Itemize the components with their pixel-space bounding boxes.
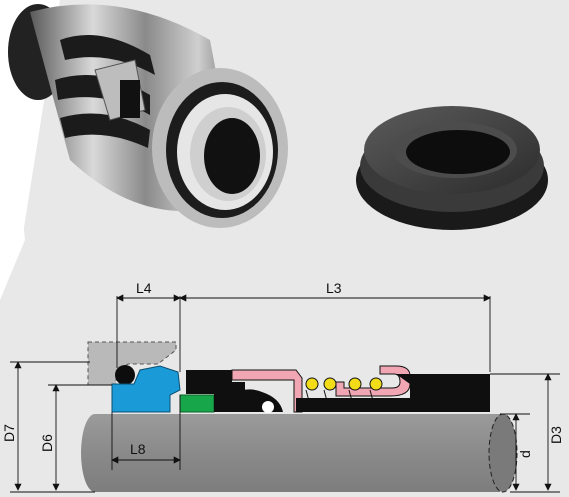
dim-label-l4: L4 [136, 280, 152, 296]
dim-label-d: d [517, 450, 533, 458]
shaft [81, 413, 518, 493]
green-face-ring [179, 394, 215, 413]
rotating-seal-body [186, 370, 245, 412]
spring-coils [305, 377, 383, 391]
housing-gland [87, 341, 177, 386]
o-ring [115, 365, 135, 385]
mechanical-seal-photo-icon [8, 4, 288, 228]
dim-label-d3: D3 [548, 426, 564, 444]
stationary-seat [111, 365, 181, 413]
dim-label-l3: L3 [326, 280, 342, 296]
dim-label-l8: L8 [130, 441, 146, 457]
stationary-seat-photo-icon [356, 106, 548, 230]
dimension-lines [10, 294, 560, 493]
dim-label-d6: D6 [39, 434, 55, 452]
rotating-sleeve [296, 374, 490, 412]
dim-label-d7: D7 [1, 424, 17, 442]
